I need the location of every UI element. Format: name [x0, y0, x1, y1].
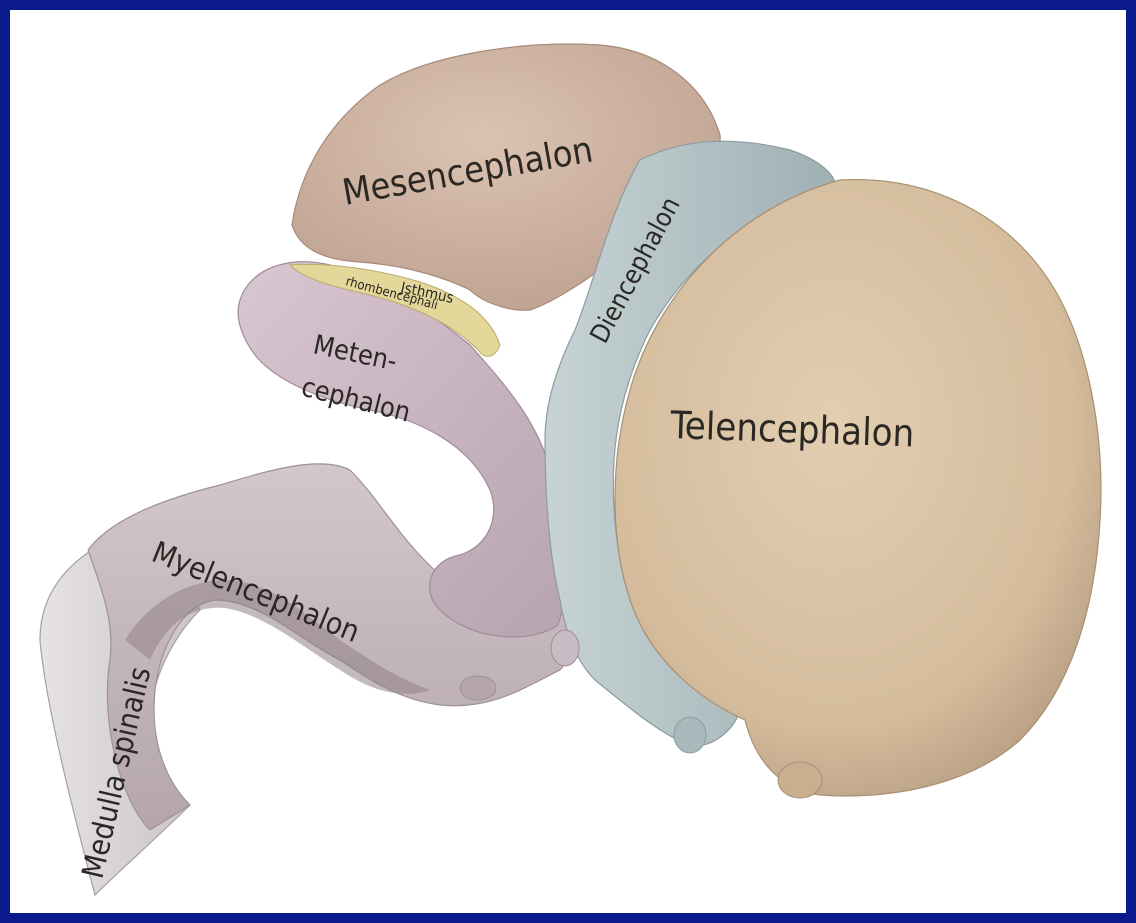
label-telencephalon: Telencephalon — [669, 403, 915, 456]
hypophyseal-bulge — [674, 717, 706, 753]
olfactory-bulge — [778, 762, 822, 798]
pontine-bulge — [460, 676, 496, 700]
embryonic-brain-diagram: Mesencephalon Jsthmus rhombencephali Met… — [10, 10, 1126, 913]
ventral-bulge — [551, 630, 579, 666]
